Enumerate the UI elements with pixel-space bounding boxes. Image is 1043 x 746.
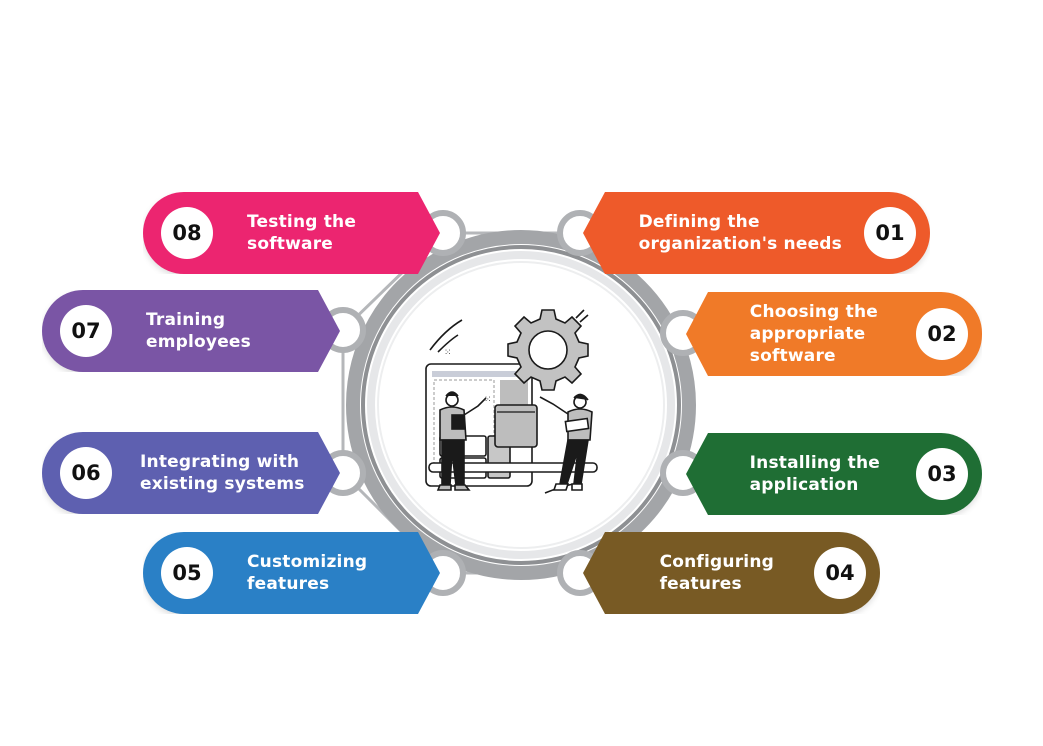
step-08-label: Testing the software bbox=[247, 212, 357, 254]
step-07-label: Training employees bbox=[146, 310, 251, 352]
center-illustration: ⁙ ⁙ bbox=[425, 309, 598, 494]
step-05-label: Customizing features bbox=[247, 552, 368, 594]
step-07-card: 07 Training employees bbox=[42, 290, 340, 372]
step-08-card: 08 Testing the software bbox=[143, 192, 440, 274]
step-04-number: 04 bbox=[814, 547, 866, 599]
step-06-label: Integrating with existing systems bbox=[140, 452, 305, 494]
step-07-number: 07 bbox=[60, 305, 112, 357]
step-05-card: 05 Customizing features bbox=[143, 532, 440, 614]
step-02-card: Choosing the appropriate software 02 bbox=[686, 292, 982, 376]
step-02-number: 02 bbox=[916, 308, 968, 360]
step-03-card: Installing the application 03 bbox=[686, 433, 982, 515]
step-03-number: 03 bbox=[916, 448, 968, 500]
step-01-number: 01 bbox=[864, 207, 916, 259]
step-01-card: Defining the organization's needs 01 bbox=[583, 192, 930, 274]
step-05-number: 05 bbox=[161, 547, 213, 599]
step-06-card: 06 Integrating with existing systems bbox=[42, 432, 340, 514]
step-06-number: 06 bbox=[60, 447, 112, 499]
step-08-number: 08 bbox=[161, 207, 213, 259]
step-04-card: Configuring features 04 bbox=[583, 532, 880, 614]
svg-text:⁙: ⁙ bbox=[484, 395, 492, 405]
step-01-label: Defining the organization's needs bbox=[638, 212, 842, 254]
step-04-label: Configuring features bbox=[659, 552, 774, 594]
step-03-label: Installing the application bbox=[749, 453, 880, 495]
svg-text:⁙: ⁙ bbox=[444, 348, 452, 358]
step-02-label: Choosing the appropriate software bbox=[749, 302, 878, 366]
